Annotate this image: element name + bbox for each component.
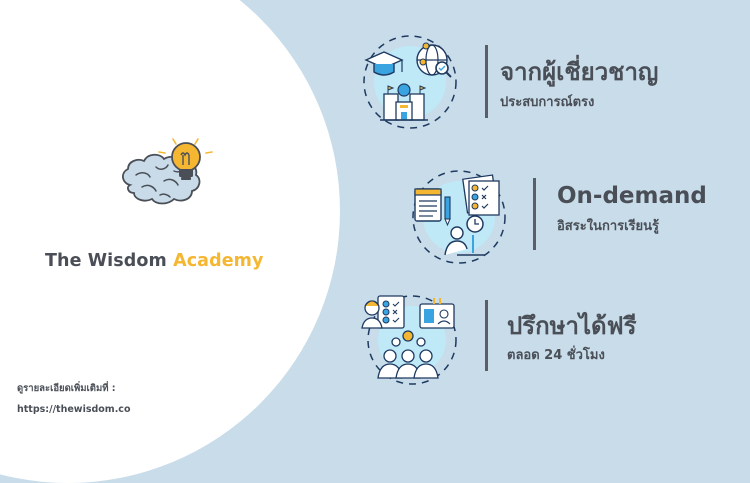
- footer-url-link[interactable]: https://thewisdom.co: [17, 404, 131, 415]
- feature-subtitle: อิสระในการเรียนรู้: [557, 219, 660, 234]
- feature-title: On-demand: [557, 183, 707, 209]
- brand-name-part1: The Wisdom: [45, 251, 174, 271]
- divider-bar: [533, 178, 536, 250]
- divider-bar: [485, 45, 488, 118]
- notes-checklist-clock-learner-icon: [407, 167, 507, 267]
- consultants-team-icon: [360, 292, 460, 392]
- feature-title: จากผู้เชี่ยวชาญ: [500, 58, 659, 86]
- feature-subtitle: ตลอด 24 ชั่วโมง: [507, 348, 605, 363]
- brand-name: The Wisdom Academy: [45, 251, 264, 271]
- brand-name-part2: Academy: [173, 251, 264, 271]
- footer: ดูรายละเอียดเพิ่มเติมที่ : https://thewi…: [17, 378, 130, 420]
- feature-subtitle: ประสบการณ์ตรง: [500, 95, 595, 110]
- graduation-globe-school-icon: [360, 32, 460, 132]
- footer-label: ดูรายละเอียดเพิ่มเติมที่ :: [17, 383, 116, 394]
- feature-title: ปรึกษาได้ฟรี: [507, 312, 637, 340]
- divider-bar: [485, 300, 488, 371]
- brain-lightbulb-icon: [108, 125, 228, 225]
